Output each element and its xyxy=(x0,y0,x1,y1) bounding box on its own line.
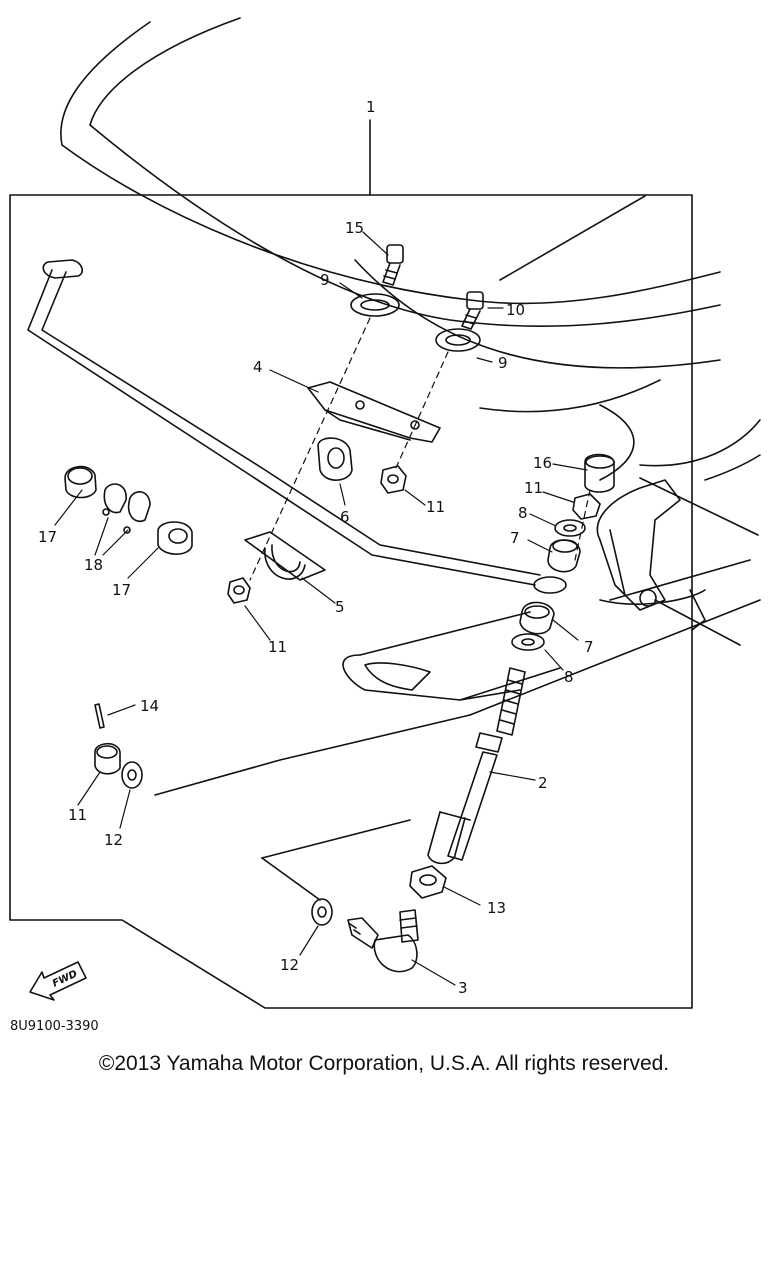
callout-14: 14 xyxy=(140,697,159,715)
cotter-pin-14 xyxy=(94,703,105,729)
ski-outline xyxy=(342,559,761,716)
callout-11-lower-left: 11 xyxy=(268,638,287,656)
bolt-10 xyxy=(461,291,484,330)
callout-5: 5 xyxy=(335,598,345,616)
ski-phantom xyxy=(154,714,471,901)
bushing-7-upper xyxy=(547,539,581,573)
bushing-17-right xyxy=(157,521,193,555)
callout-17-left: 17 xyxy=(38,528,57,546)
callout-3: 3 xyxy=(458,979,468,997)
washer-12-left xyxy=(121,761,143,789)
parts-diagram: 1 15 9 10 9 4 16 11 8 6 11 7 17 18 17 5 … xyxy=(9,17,761,1030)
washer-9-right xyxy=(435,328,481,352)
callout-7-lower: 7 xyxy=(584,638,594,656)
callout-11-right: 11 xyxy=(524,479,543,497)
callout-12-lower: 12 xyxy=(280,956,299,974)
callout-17-right: 17 xyxy=(112,581,131,599)
nut-11-lower-left xyxy=(227,577,251,604)
callout-8-upper: 8 xyxy=(518,504,528,522)
callout-11-center: 11 xyxy=(426,498,445,516)
washer-8-upper xyxy=(554,519,586,537)
callout-12-left: 12 xyxy=(104,831,123,849)
nut-11-bottom-left xyxy=(94,742,121,775)
bracket-5 xyxy=(244,531,326,581)
nut-13 xyxy=(409,865,447,899)
callout-15: 15 xyxy=(345,219,364,237)
callout-11-bottom-left: 11 xyxy=(68,806,87,824)
washer-12-lower xyxy=(311,898,333,926)
callout-9-right: 9 xyxy=(498,354,508,372)
ball-joint-3 xyxy=(347,909,419,973)
spindle-2 xyxy=(427,667,526,865)
leader-lines xyxy=(54,231,588,986)
washer-8-lower xyxy=(511,633,545,651)
fwd-label: FWD xyxy=(51,969,79,990)
stabilizer-bar xyxy=(27,259,541,586)
bracket-4 xyxy=(307,381,441,443)
bolt-15 xyxy=(382,244,404,286)
callout-13: 13 xyxy=(487,899,506,917)
hood-outline xyxy=(60,17,761,536)
bushing-6 xyxy=(317,437,353,481)
drawing-code: 8U9100-3390 xyxy=(10,1019,99,1030)
bushing-18 xyxy=(102,483,151,534)
callout-8-lower: 8 xyxy=(564,668,574,686)
callout-7-upper: 7 xyxy=(510,529,520,547)
callout-2: 2 xyxy=(538,774,548,792)
callout-labels: 1 15 9 10 9 4 16 11 8 6 11 7 17 18 17 5 … xyxy=(10,98,594,1030)
callout-4: 4 xyxy=(253,358,263,376)
copyright-notice: ©2013 Yamaha Motor Corporation, U.S.A. A… xyxy=(98,1052,670,1075)
washer-9-left xyxy=(350,293,400,317)
ski-spindle-frame xyxy=(596,479,741,646)
frame-border xyxy=(9,194,693,1009)
centerlines xyxy=(249,317,591,581)
nut-11-right xyxy=(572,493,601,520)
fwd-arrow-icon xyxy=(29,961,87,1001)
cap-16 xyxy=(584,453,615,493)
callout-10: 10 xyxy=(506,301,525,319)
callout-1: 1 xyxy=(366,98,376,116)
nut-11-center xyxy=(380,465,407,494)
callout-18: 18 xyxy=(84,556,103,574)
bushing-17-left xyxy=(64,465,97,499)
callout-9-left: 9 xyxy=(320,271,330,289)
bar-end-eye xyxy=(533,576,567,594)
callout-16: 16 xyxy=(533,454,552,472)
bushing-7-lower xyxy=(519,601,555,635)
callout-6: 6 xyxy=(340,508,350,526)
